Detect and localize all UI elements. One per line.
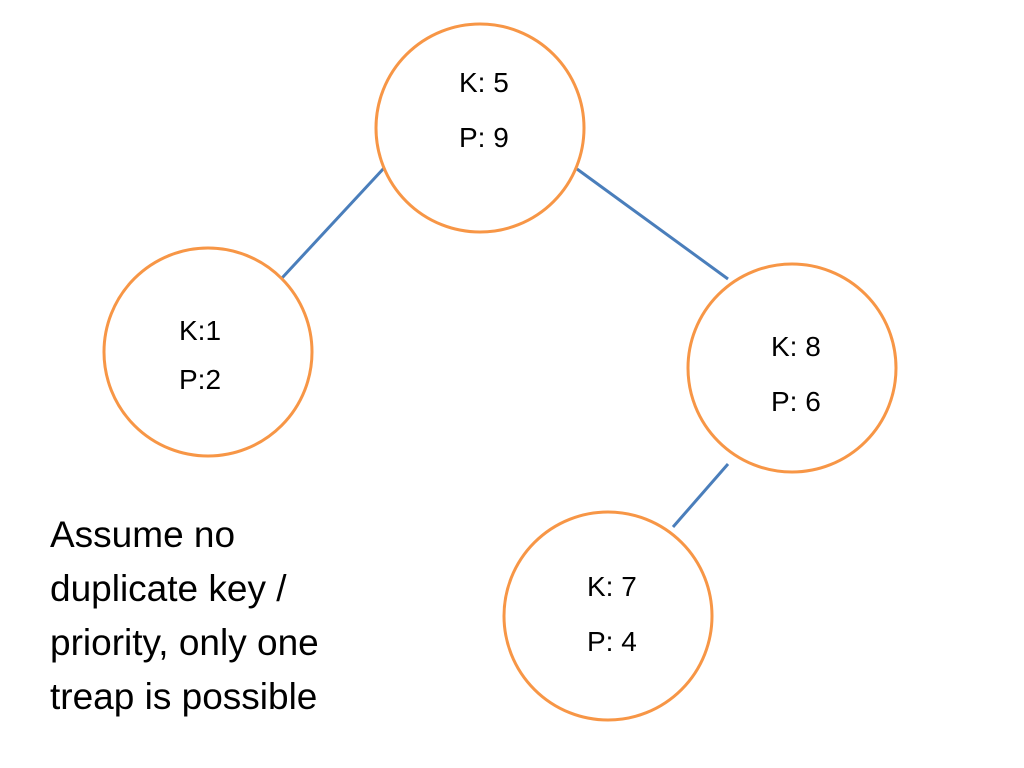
edge-5-to-1 bbox=[280, 166, 386, 280]
node-5-key: K: 5 bbox=[459, 67, 509, 98]
node-7: K: 7 P: 4 bbox=[502, 510, 714, 722]
edge-5-to-8 bbox=[576, 167, 729, 281]
note-line-1: Assume no bbox=[50, 514, 236, 555]
node-7-priority: P: 4 bbox=[587, 626, 637, 657]
node-1-key: K:1 bbox=[179, 315, 221, 346]
edge-8-to-7 bbox=[671, 463, 730, 528]
node-7-circle bbox=[502, 510, 714, 722]
node-5-priority: P: 9 bbox=[459, 122, 509, 153]
note-line-3: priority, only one bbox=[50, 622, 319, 663]
node-8-priority: P: 6 bbox=[771, 386, 821, 417]
note-line-2: duplicate key / bbox=[50, 568, 287, 609]
node-8: K: 8 P: 6 bbox=[686, 262, 898, 474]
note-line-4: treap is possible bbox=[50, 676, 318, 717]
node-8-circle bbox=[686, 262, 898, 474]
node-7-key: K: 7 bbox=[587, 571, 637, 602]
node-1-priority: P:2 bbox=[179, 364, 221, 395]
node-8-key: K: 8 bbox=[771, 331, 821, 362]
node-5: K: 5 P: 9 bbox=[374, 22, 586, 234]
assumption-note: Assume no duplicate key / priority, only… bbox=[50, 508, 410, 724]
node-1-circle bbox=[102, 246, 314, 458]
node-5-circle bbox=[374, 22, 586, 234]
node-1: K:1 P:2 bbox=[102, 246, 314, 458]
